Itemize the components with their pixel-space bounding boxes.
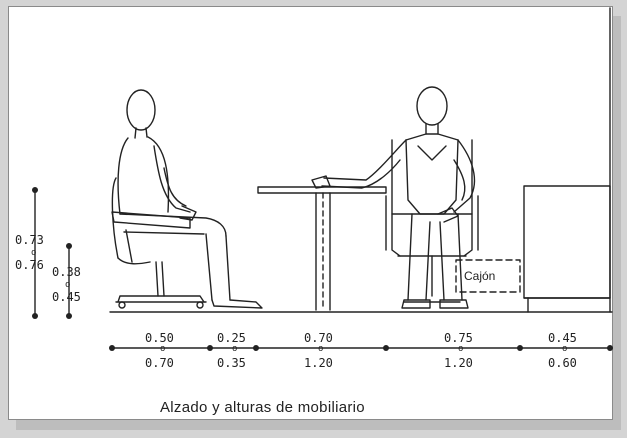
svg-text:0.76: 0.76 (15, 258, 44, 272)
vertical-dim-2: 0.38 o 0.45 (52, 265, 81, 304)
dimension-dots (32, 187, 613, 351)
office-chair-front (385, 139, 479, 303)
svg-text:0.75: 0.75 (444, 331, 473, 345)
svg-text:0.45: 0.45 (52, 290, 81, 304)
svg-text:0.45: 0.45 (548, 331, 577, 345)
table-side (257, 186, 387, 311)
drawer-label: Cajón (464, 269, 495, 283)
svg-text:1.20: 1.20 (444, 356, 473, 370)
drawing-frame (8, 6, 613, 420)
cabinet (523, 185, 611, 313)
svg-text:0.73: 0.73 (15, 233, 44, 247)
svg-text:0.38: 0.38 (52, 265, 81, 279)
svg-text:1.20: 1.20 (304, 356, 333, 370)
svg-text:o: o (160, 344, 165, 354)
horizontal-dim-4: 0.75 o 1.20 (444, 331, 473, 370)
svg-text:0.60: 0.60 (548, 356, 577, 370)
office-chair-side (111, 177, 207, 309)
svg-text:0.25: 0.25 (217, 331, 246, 345)
svg-text:o: o (65, 280, 70, 290)
svg-text:0.70: 0.70 (304, 331, 333, 345)
svg-text:o: o (232, 344, 237, 354)
vertical-dimensions (34, 189, 70, 317)
horizontal-dim-5: 0.45 o 0.60 (548, 331, 577, 370)
drawer-outline (455, 259, 521, 293)
horizontal-dim-2: 0.25 o 0.35 (217, 331, 246, 370)
figure-caption: Alzado y alturas de mobiliario (160, 399, 365, 416)
svg-text:o: o (31, 248, 36, 258)
svg-text:o: o (562, 344, 567, 354)
seated-figure-front (311, 86, 476, 309)
horizontal-dim-3: 0.70 o 1.20 (304, 331, 333, 370)
svg-text:o: o (318, 344, 323, 354)
svg-text:0.50: 0.50 (145, 331, 174, 345)
horizontal-dim-1: 0.50 o 0.70 (145, 331, 174, 370)
svg-text:0.70: 0.70 (145, 356, 174, 370)
vertical-dim-1: 0.73 o 0.76 (15, 233, 44, 272)
seated-figure-side (117, 89, 263, 309)
svg-text:o: o (458, 344, 463, 354)
svg-text:0.35: 0.35 (217, 356, 246, 370)
